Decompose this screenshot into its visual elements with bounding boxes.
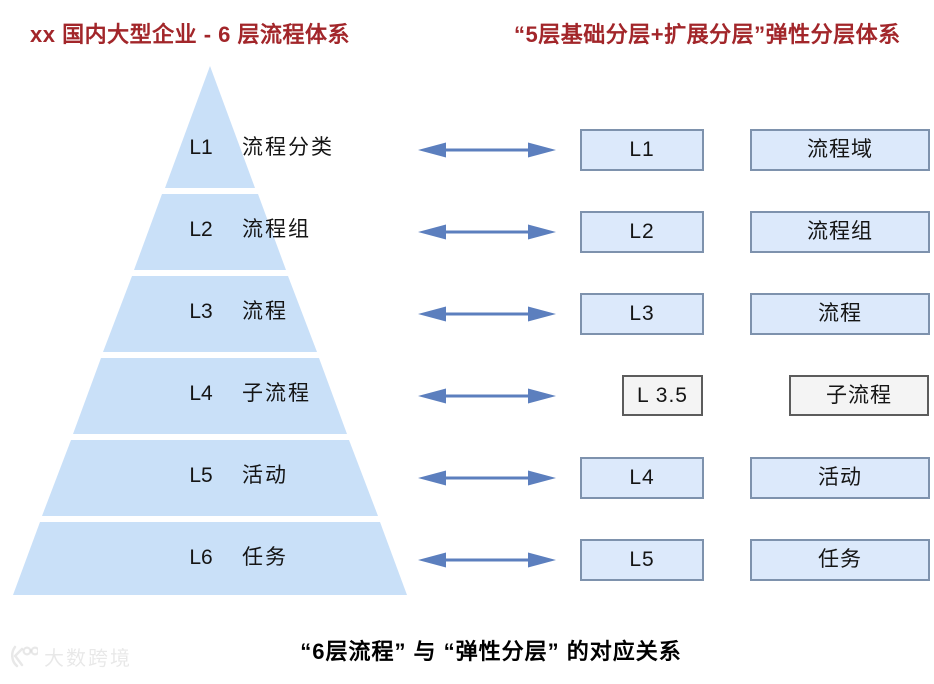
mapping-level-box: L1 <box>580 129 704 171</box>
mapping-name-box-extended: 子流程 <box>789 375 929 416</box>
level-code: L3 <box>189 300 213 323</box>
level-label: 流程 <box>242 300 288 323</box>
double-arrow-icon <box>416 222 558 242</box>
mapping-name-box: 任务 <box>750 539 930 581</box>
mapping-level-box-extended: L 3.5 <box>622 375 703 416</box>
double-arrow-icon <box>416 140 558 160</box>
pyramid-layer-1 <box>165 66 255 188</box>
caption: “6层流程” 与 “弹性分层” 的对应关系 <box>300 639 682 664</box>
level-label: 活动 <box>242 464 288 487</box>
mapping-level-box: L4 <box>580 457 704 499</box>
level-label: 流程组 <box>242 218 311 241</box>
level-code: L4 <box>189 382 213 405</box>
left-title: xx 国内大型企业 - 6 层流程体系 <box>30 22 350 47</box>
pyramid-level-row: L4 子流程 <box>178 379 311 409</box>
level-code: L6 <box>189 546 213 569</box>
watermark-text: 大数跨境 <box>44 648 132 670</box>
watermark-logo-icon <box>11 645 38 667</box>
mapping-name-box: 活动 <box>750 457 930 499</box>
mapping-level-box: L3 <box>580 293 704 335</box>
mapping-name-box: 流程域 <box>750 129 930 171</box>
mapping-name-box: 流程 <box>750 293 930 335</box>
level-label: 子流程 <box>242 382 311 405</box>
double-arrow-icon <box>416 304 558 324</box>
level-label: 任务 <box>242 546 288 569</box>
level-label: 流程分类 <box>242 136 334 159</box>
pyramid-level-row: L2 流程组 <box>178 215 311 245</box>
mapping-level-box: L5 <box>580 539 704 581</box>
level-code: L2 <box>189 218 213 241</box>
double-arrow-icon <box>416 550 558 570</box>
watermark: 大数跨境 <box>8 642 132 671</box>
pyramid-level-row: L3 流程 <box>178 297 288 327</box>
right-title: “5层基础分层+扩展分层”弹性分层体系 <box>514 22 901 47</box>
level-code: L1 <box>189 136 213 159</box>
level-code: L5 <box>189 464 213 487</box>
pyramid-level-row: L1 流程分类 <box>178 133 334 163</box>
mapping-level-box: L2 <box>580 211 704 253</box>
pyramid-level-row: L6 任务 <box>178 543 288 573</box>
pyramid-level-row: L5 活动 <box>178 461 288 491</box>
double-arrow-icon <box>416 386 558 406</box>
double-arrow-icon <box>416 468 558 488</box>
mapping-name-box: 流程组 <box>750 211 930 253</box>
